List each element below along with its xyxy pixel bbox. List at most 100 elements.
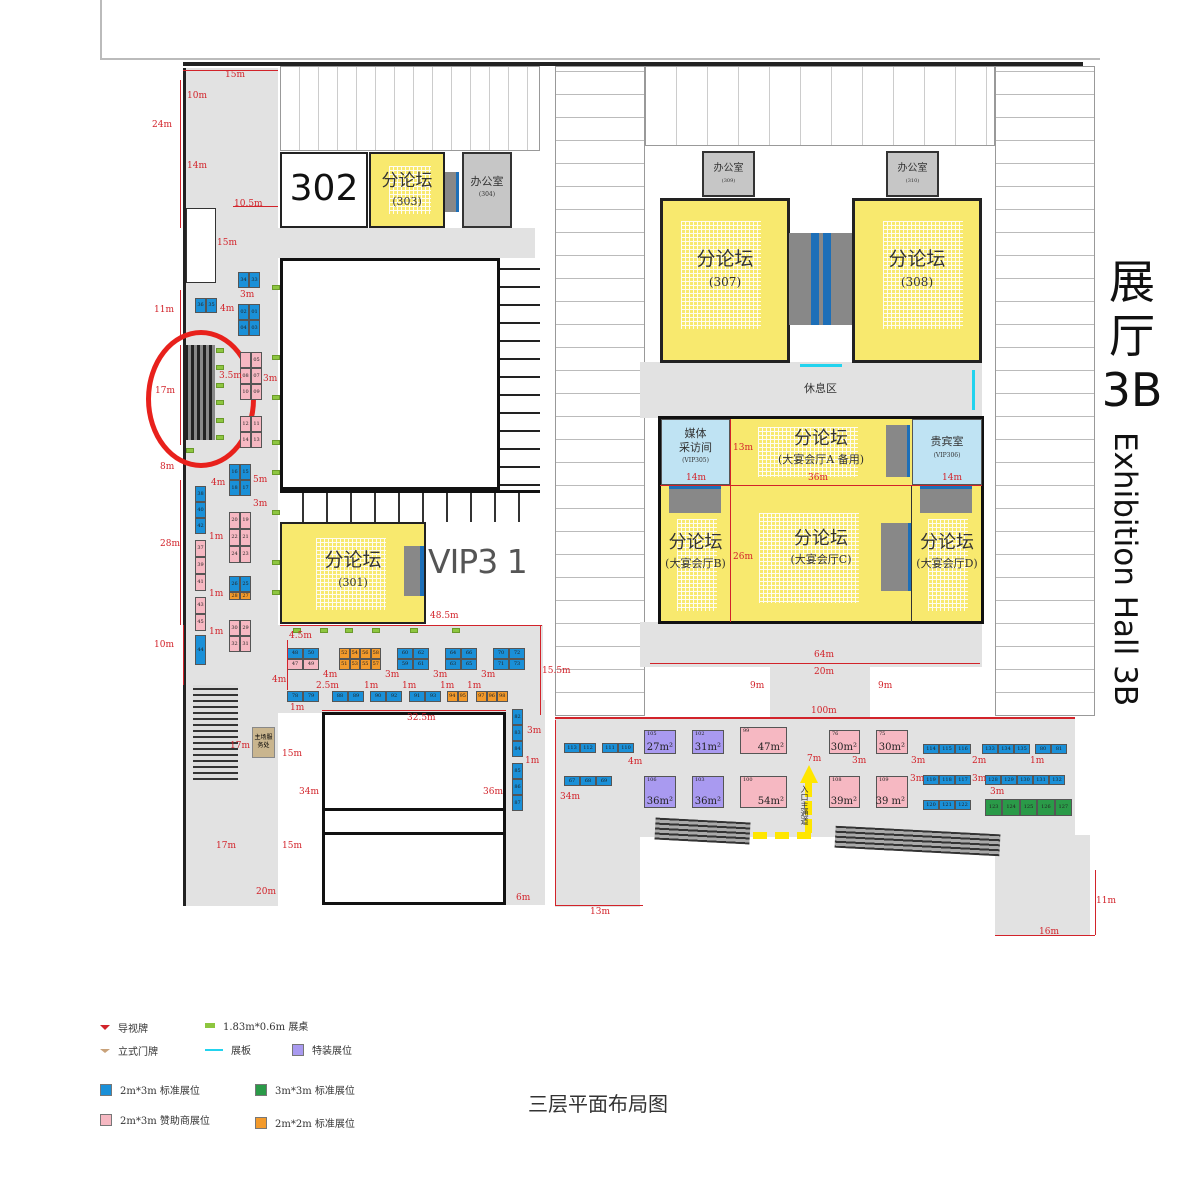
booth-110[interactable]: 110	[618, 743, 634, 753]
booth-24[interactable]: 24	[229, 546, 240, 563]
booth-87[interactable]: 87	[512, 795, 523, 811]
forum-hall-a[interactable]: 分论坛 (大宴会厅A 备用)	[730, 419, 912, 485]
office-309[interactable]: 办公室 (309)	[702, 151, 755, 197]
booth-89[interactable]: 89	[348, 691, 364, 702]
booth-54[interactable]: 54	[349, 648, 360, 659]
booth-92[interactable]: 92	[386, 691, 402, 702]
booth-122[interactable]: 122	[955, 800, 971, 810]
booth-115[interactable]: 115	[939, 744, 955, 754]
booth-132[interactable]: 132	[1049, 775, 1065, 785]
booth-38[interactable]: 38	[195, 486, 206, 502]
booth-17[interactable]: 17	[240, 480, 251, 496]
booth-08[interactable]: 08	[240, 368, 251, 384]
booth-71[interactable]: 71	[493, 659, 509, 670]
office-310[interactable]: 办公室 (310)	[886, 151, 939, 197]
booth-135[interactable]: 135	[1014, 744, 1030, 754]
booth-21[interactable]: 21	[240, 529, 251, 546]
booth-129[interactable]: 129	[1001, 775, 1017, 785]
booth-16[interactable]: 16	[229, 464, 240, 480]
booth-62[interactable]: 62	[413, 648, 429, 659]
booth-126[interactable]: 126	[1037, 799, 1055, 816]
booth-48[interactable]: 48	[287, 648, 303, 659]
booth-30[interactable]: 30	[229, 620, 240, 636]
booth-116[interactable]: 116	[955, 744, 971, 754]
booth-28[interactable]: 28	[229, 592, 240, 600]
booth-134[interactable]: 134	[998, 744, 1014, 754]
booth-73[interactable]: 73	[509, 659, 525, 670]
booth-120[interactable]: 120	[923, 800, 939, 810]
booth-10[interactable]: 10	[240, 384, 251, 400]
booth-52[interactable]: 52	[339, 648, 350, 659]
booth-67[interactable]: 67	[564, 776, 580, 786]
forum-hall-b[interactable]: 分论坛 (大宴会厅B)	[661, 485, 730, 622]
booth-37[interactable]: 37	[195, 540, 206, 557]
booth-58[interactable]: 58	[370, 648, 381, 659]
booth-91[interactable]: 91	[409, 691, 425, 702]
booth-66[interactable]: 66	[461, 648, 477, 659]
forum-hall-d[interactable]: 分论坛 (大宴会厅D)	[912, 485, 982, 622]
booth-72[interactable]: 72	[509, 648, 525, 659]
booth-09[interactable]: 09	[251, 384, 262, 400]
booth-23[interactable]: 23	[240, 546, 251, 563]
booth-112[interactable]: 112	[580, 743, 596, 753]
booth-22[interactable]: 22	[229, 529, 240, 546]
booth-63[interactable]: 63	[445, 659, 461, 670]
booth-49[interactable]: 49	[303, 659, 319, 670]
booth-90[interactable]: 90	[370, 691, 386, 702]
booth-64[interactable]: 64	[445, 648, 461, 659]
booth-79[interactable]: 79	[303, 691, 319, 702]
booth-133[interactable]: 133	[982, 744, 998, 754]
booth-125[interactable]: 125	[1019, 799, 1038, 816]
booth-81[interactable]: 81	[1051, 744, 1067, 754]
booth-40[interactable]: 40	[195, 502, 206, 518]
room-302[interactable]: 302	[280, 152, 368, 228]
booth-31[interactable]: 31	[240, 636, 251, 652]
booth-44[interactable]: 44	[195, 635, 206, 665]
booth-95[interactable]: 95	[457, 691, 468, 702]
booth-14[interactable]: 14	[240, 432, 251, 448]
booth-12[interactable]: 12	[240, 416, 251, 432]
forum-308[interactable]: 分论坛 (308)	[852, 198, 982, 363]
booth-56[interactable]: 56	[360, 648, 371, 659]
booth-32[interactable]: 32	[229, 636, 240, 652]
booth-42[interactable]: 42	[195, 518, 206, 534]
booth-02[interactable]: 02	[238, 304, 249, 320]
booth-18[interactable]: 18	[229, 480, 240, 496]
booth-47[interactable]: 47	[287, 659, 303, 670]
booth-20[interactable]: 20	[229, 512, 240, 529]
vip-room-vip306[interactable]: 贵宾室 (VIP306)	[912, 419, 982, 485]
booth-121[interactable]: 121	[939, 800, 955, 810]
booth-unnumbered[interactable]	[240, 352, 251, 368]
booth-65[interactable]: 65	[461, 659, 477, 670]
service-desk[interactable]: 主场服务处	[252, 727, 275, 758]
booth-34[interactable]: 34	[238, 272, 249, 288]
booth-27[interactable]: 27	[240, 592, 251, 600]
booth-53[interactable]: 53	[349, 659, 360, 670]
booth-55[interactable]: 55	[360, 659, 371, 670]
booth-51[interactable]: 51	[339, 659, 350, 670]
booth-59[interactable]: 59	[397, 659, 413, 670]
booth-41[interactable]: 41	[195, 574, 206, 591]
booth-113[interactable]: 113	[564, 743, 580, 753]
booth-01[interactable]: 01	[249, 304, 260, 320]
booth-131[interactable]: 131	[1033, 775, 1049, 785]
forum-307[interactable]: 分论坛 (307)	[660, 198, 790, 363]
booth-94[interactable]: 94	[447, 691, 458, 702]
booth-15[interactable]: 15	[240, 464, 251, 480]
booth-85[interactable]: 85	[512, 763, 523, 779]
forum-301[interactable]: 分论坛 (301)	[280, 522, 426, 624]
booth-86[interactable]: 86	[512, 779, 523, 795]
forum-hall-c[interactable]: 分论坛 (大宴会厅C)	[730, 485, 912, 622]
booth-43[interactable]: 43	[195, 597, 206, 614]
booth-82[interactable]: 82	[512, 709, 523, 725]
booth-68[interactable]: 68	[580, 776, 596, 786]
booth-111[interactable]: 111	[602, 743, 618, 753]
booth-130[interactable]: 130	[1017, 775, 1033, 785]
booth-11[interactable]: 11	[251, 416, 262, 432]
